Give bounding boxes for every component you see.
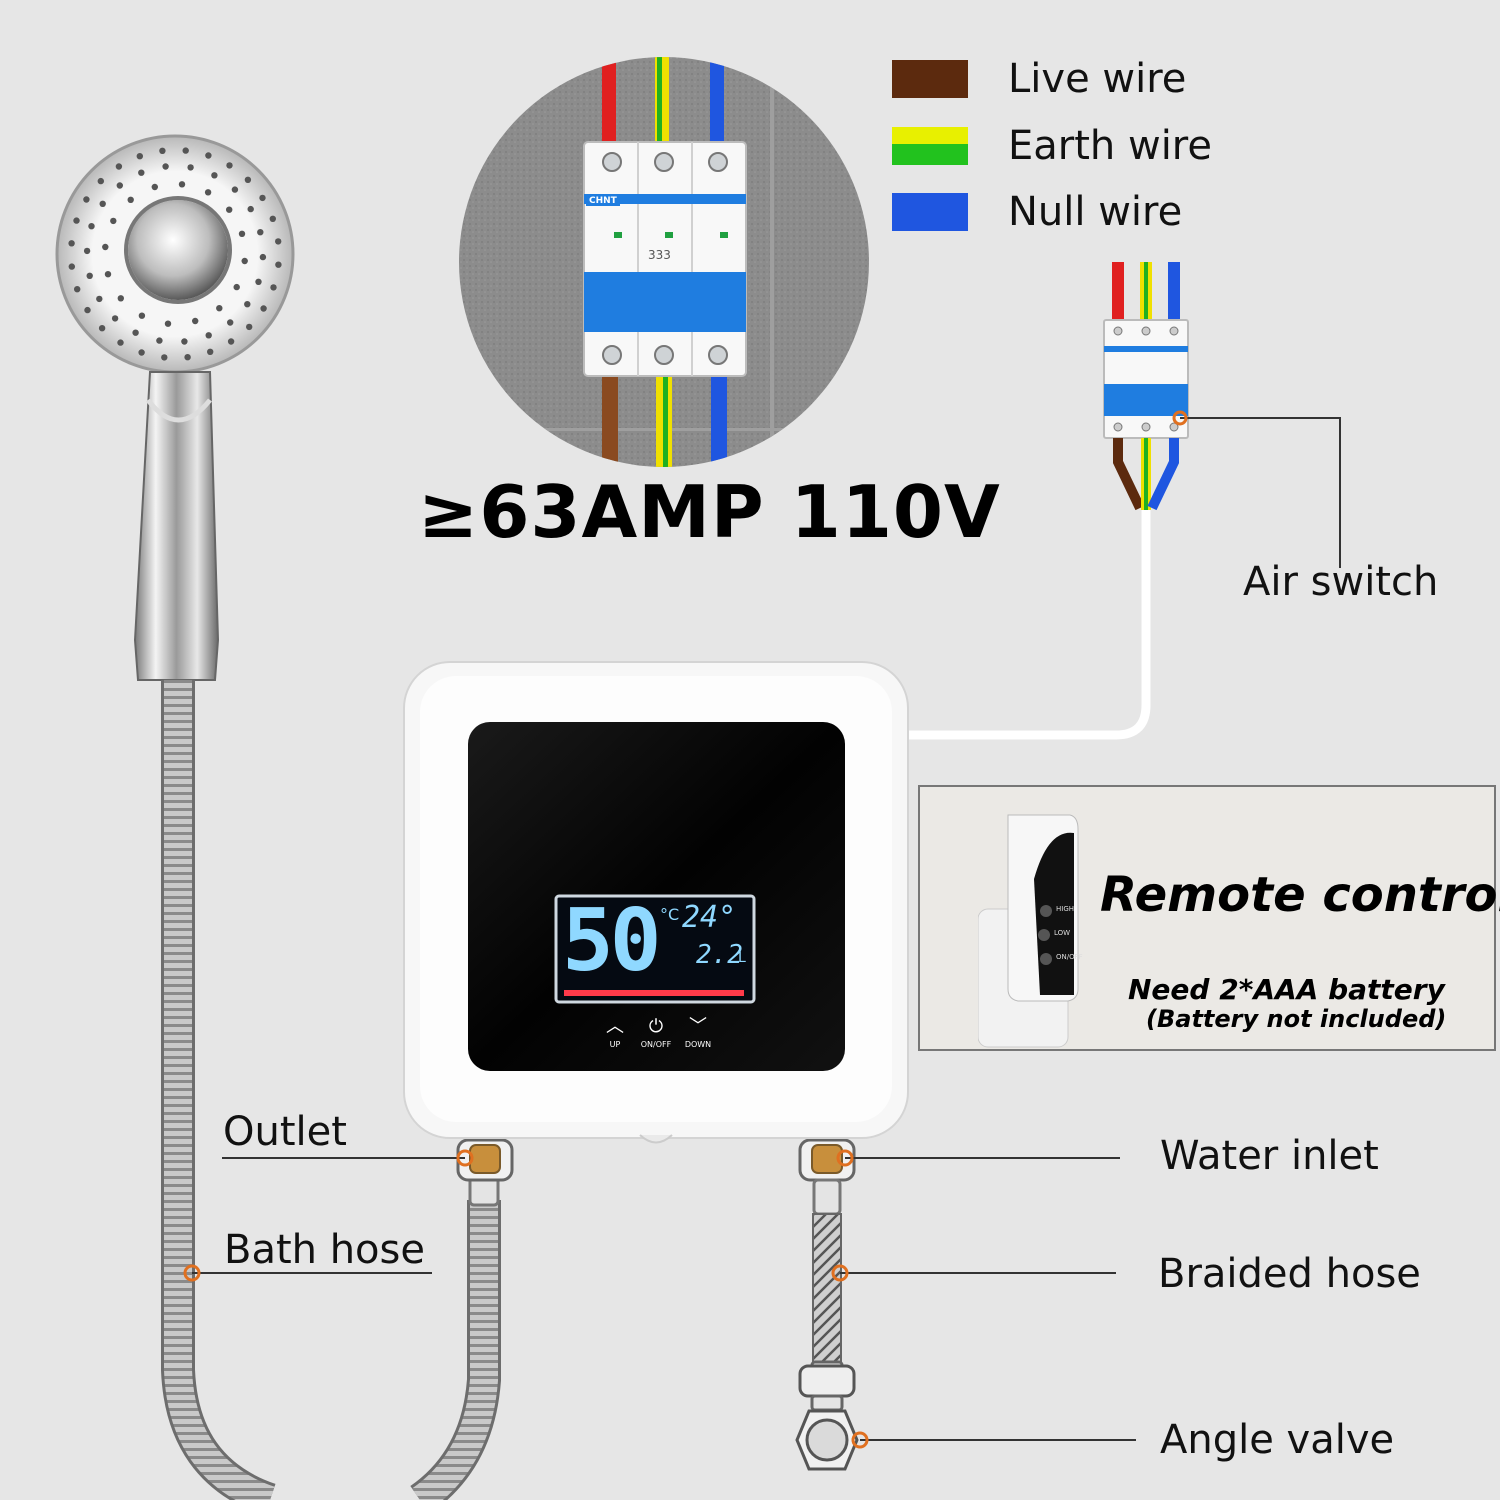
power-cable bbox=[905, 505, 1151, 740]
lcd-flow-unit: L bbox=[738, 950, 746, 966]
water-heater-unit bbox=[403, 661, 909, 1144]
lcd-display bbox=[554, 894, 756, 1004]
power-spec: ≥63AMP 110V bbox=[418, 470, 1001, 554]
live-wire-label: Live wire bbox=[1008, 56, 1187, 102]
lcd-temp-unit: °C bbox=[660, 905, 680, 924]
remote-btn-onoff: ON/OFF bbox=[1056, 953, 1083, 961]
remote-note-battery: Need 2*AAA battery bbox=[1128, 973, 1445, 1006]
null-wire-label: Null wire bbox=[1008, 189, 1183, 235]
braided-hose-label: Braided hose bbox=[1158, 1251, 1421, 1297]
remote-control-panel: HIGH LOW ON/OFF Remote control Need 2*AA… bbox=[918, 785, 1500, 1051]
breaker-brand: CHNT bbox=[586, 196, 620, 206]
up-label: UP bbox=[609, 1040, 621, 1049]
remote-title: Remote control bbox=[1100, 867, 1500, 923]
bath-hose-label: Bath hose bbox=[224, 1227, 425, 1273]
lcd-temp: 50 bbox=[562, 891, 662, 991]
power-button[interactable]: ⏻ ON/OFF bbox=[634, 1016, 678, 1050]
water-inlet-label: Water inlet bbox=[1160, 1133, 1379, 1179]
remote-note-not-included: (Battery not included) bbox=[1146, 1005, 1447, 1033]
bath-hose-illustration bbox=[161, 680, 514, 1500]
breaker-mark: 333 bbox=[648, 248, 671, 262]
onoff-label: ON/OFF bbox=[640, 1040, 672, 1049]
remote-btn-high: HIGH bbox=[1056, 905, 1075, 913]
chevron-up-icon: ︿ bbox=[606, 1016, 624, 1037]
braided-hose-illustration bbox=[795, 1138, 859, 1471]
lcd-small-top: 24° bbox=[682, 900, 737, 935]
null-wire-swatch bbox=[892, 193, 968, 231]
earth-wire-swatch bbox=[892, 127, 968, 165]
leader-lines bbox=[192, 417, 1341, 1441]
down-label: DOWN bbox=[684, 1040, 712, 1049]
shower-head-icon bbox=[55, 134, 295, 681]
breaker-closeup bbox=[459, 57, 869, 467]
live-wire-swatch bbox=[892, 60, 968, 98]
remote-control-icon bbox=[978, 814, 1079, 1048]
callout-markers bbox=[183, 410, 1188, 1449]
outlet-label: Outlet bbox=[223, 1109, 347, 1155]
earth-wire-label: Earth wire bbox=[1008, 123, 1212, 169]
lcd-flow: 2.2 bbox=[696, 940, 743, 970]
remote-btn-low: LOW bbox=[1054, 929, 1071, 937]
down-button[interactable]: ﹀ DOWN bbox=[680, 1016, 716, 1050]
air-switch-label: Air switch bbox=[1243, 559, 1439, 605]
air-switch-illustration bbox=[1103, 262, 1189, 511]
power-icon: ⏻ bbox=[648, 1016, 664, 1037]
up-button[interactable]: ︿ UP bbox=[598, 1016, 632, 1050]
angle-valve-label: Angle valve bbox=[1160, 1417, 1395, 1463]
chevron-down-icon: ﹀ bbox=[689, 1016, 707, 1037]
